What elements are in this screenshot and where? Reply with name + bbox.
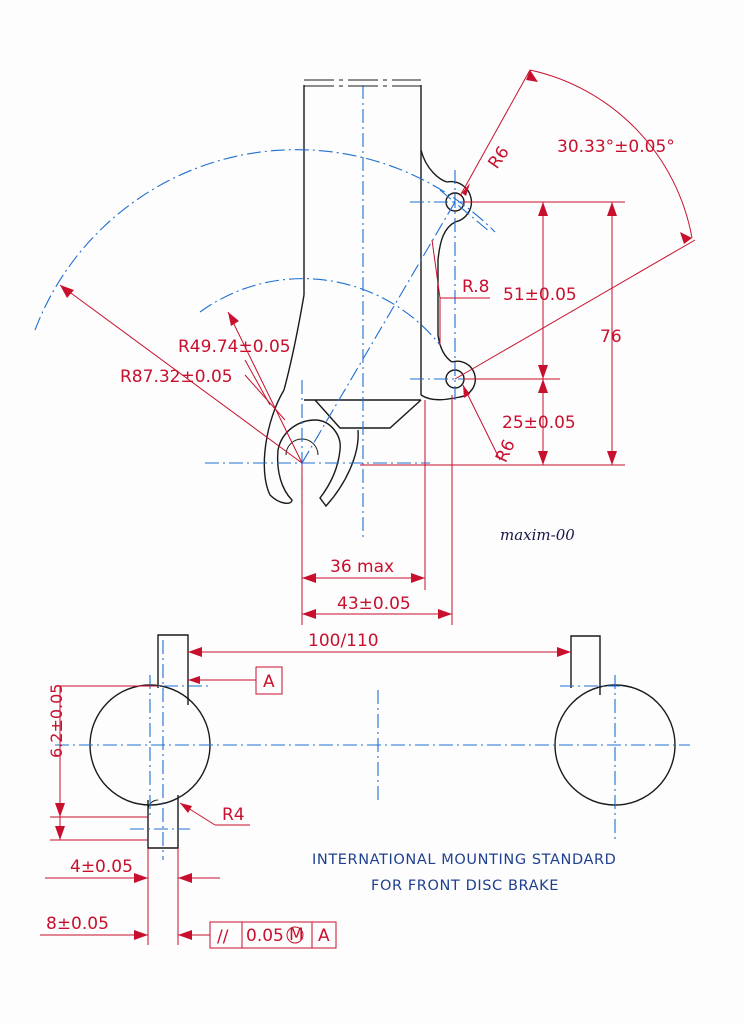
bottom-view bbox=[55, 634, 690, 860]
label-r8: R.8 bbox=[462, 277, 489, 297]
signature: maxim-00 bbox=[500, 526, 575, 544]
label-angle: 30.33°±0.05° bbox=[557, 137, 675, 157]
label-100: 100/110 bbox=[308, 631, 379, 651]
top-dimensions: R6 30.33°±0.05° R.8 51±0.05 76 R49.74±0.… bbox=[59, 69, 696, 625]
right-top-tab bbox=[570, 635, 601, 695]
left-top-tab bbox=[157, 634, 189, 705]
top-centerlines bbox=[34, 85, 500, 540]
lower-mount-tab bbox=[420, 360, 476, 401]
label-25: 25±0.05 bbox=[502, 413, 576, 433]
left-bottom-tab bbox=[147, 795, 179, 849]
angle-lower-leg bbox=[454, 239, 696, 380]
label-43: 43±0.05 bbox=[337, 594, 411, 614]
label-r4: R4 bbox=[222, 805, 245, 825]
title-note-line1: INTERNATIONAL MOUNTING STANDARD bbox=[312, 852, 616, 868]
label-r6-bottom: R6 bbox=[492, 437, 520, 466]
label-r49: R49.74±0.05 bbox=[178, 337, 291, 357]
label-76: 76 bbox=[600, 327, 622, 347]
upper-mount-tab bbox=[420, 149, 473, 363]
angle-arc bbox=[529, 69, 693, 239]
tolerance-modifier: M bbox=[289, 925, 304, 945]
label-datum-a: A bbox=[263, 672, 275, 692]
tolerance-frame bbox=[209, 921, 337, 949]
upper-hole-diag bbox=[439, 189, 491, 233]
datum-a-box bbox=[255, 666, 283, 695]
label-4: 4±0.05 bbox=[70, 857, 133, 877]
r49-leader bbox=[227, 311, 303, 464]
r6-bottom-leader bbox=[462, 384, 501, 461]
axle-to-upper-hole-line bbox=[301, 201, 456, 464]
radius-87-arc bbox=[34, 149, 496, 331]
label-r87: R87.32±0.05 bbox=[120, 367, 233, 387]
radius-49-arc bbox=[199, 278, 441, 346]
tolerance-datum: A bbox=[318, 926, 330, 946]
label-36: 36 max bbox=[330, 557, 394, 577]
label-51: 51±0.05 bbox=[503, 285, 577, 305]
r6-top-leader bbox=[459, 69, 531, 197]
fork-leg-outline bbox=[263, 79, 476, 508]
tolerance-symbol: // bbox=[217, 927, 229, 947]
label-62: 6.2±0.05 bbox=[47, 684, 66, 758]
title-note-line2: FOR FRONT DISC BRAKE bbox=[371, 878, 559, 894]
tolerance-value: 0.05 bbox=[246, 926, 284, 946]
label-8: 8±0.05 bbox=[46, 914, 109, 934]
dropout-left-edge bbox=[283, 294, 305, 391]
r87-leader bbox=[59, 284, 303, 464]
label-r6-top: R6 bbox=[484, 143, 513, 173]
dropout-slot bbox=[263, 389, 359, 508]
bottom-dimensions: 100/110 A 6.2±0.05 R4 4±0.05 8±0.05 // 0… bbox=[40, 631, 571, 949]
